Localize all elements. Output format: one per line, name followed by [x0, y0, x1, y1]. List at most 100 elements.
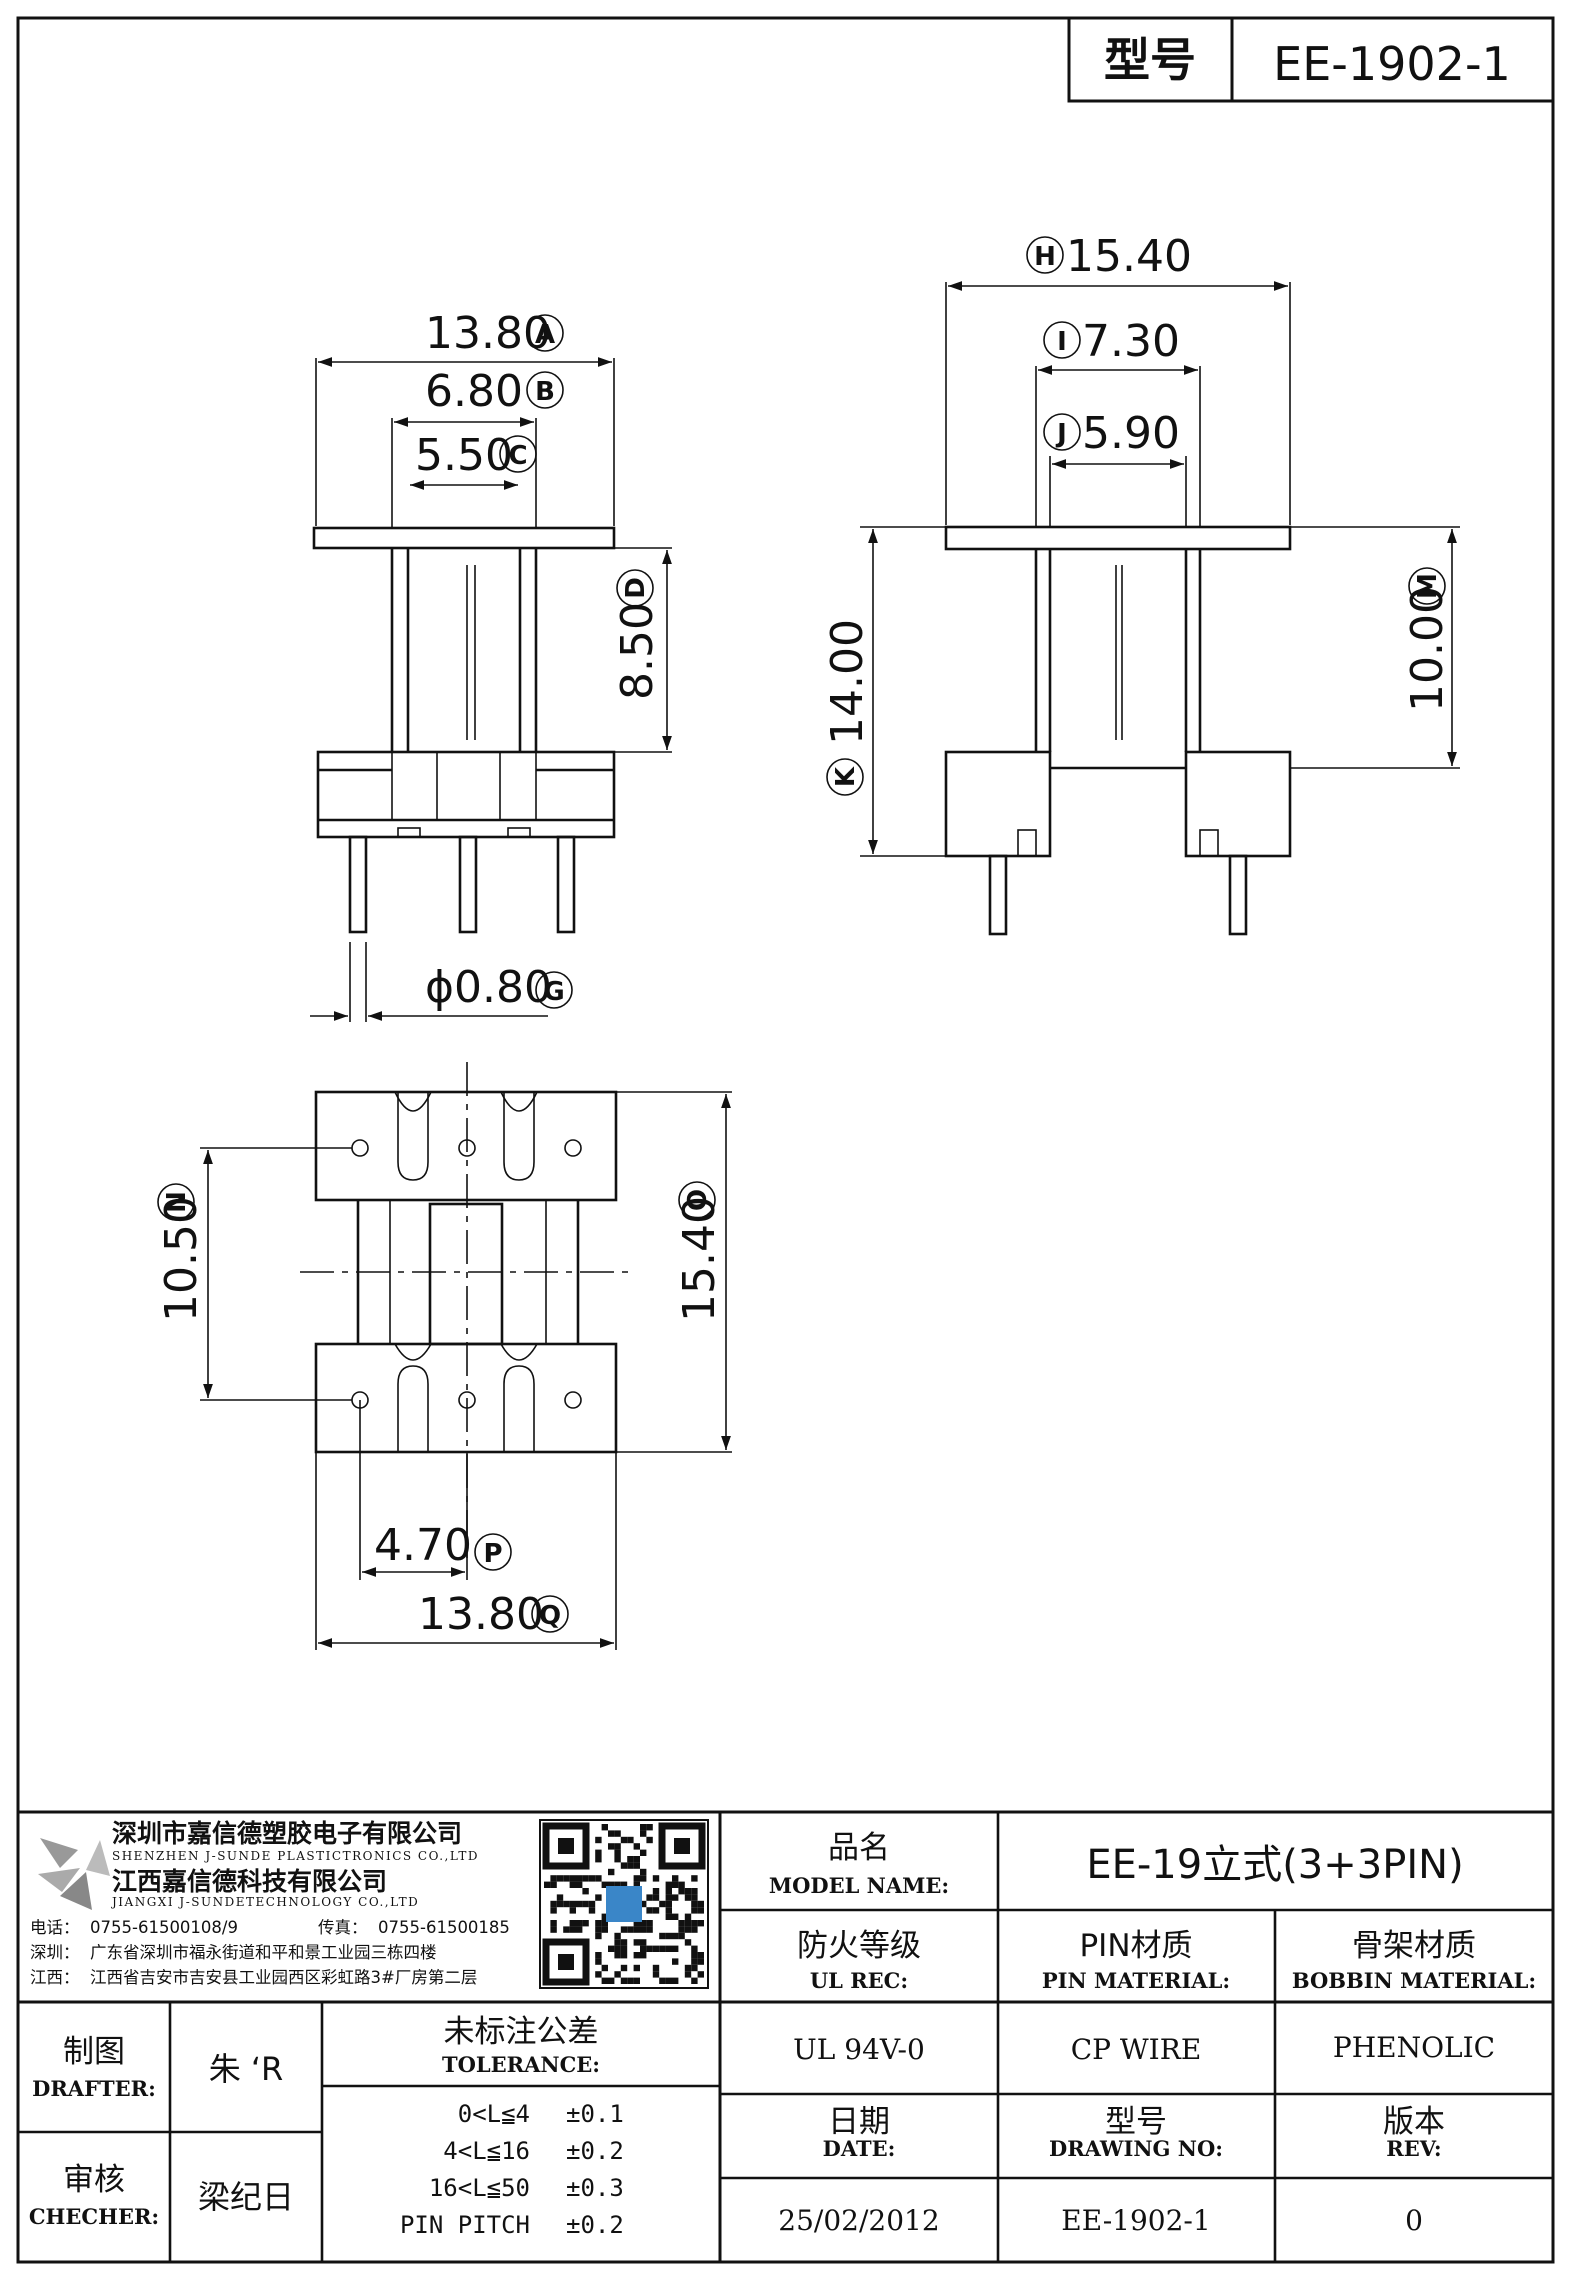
dim-k-marker: K	[826, 758, 864, 796]
svg-text:K: K	[831, 766, 861, 787]
sheet-border	[16, 16, 1555, 2264]
dim-n-marker: N	[157, 1183, 195, 1221]
drawing-no-cn: 型号	[1105, 2104, 1167, 2140]
ul-rec-cn: 防火等级	[797, 1928, 921, 1964]
svg-text:I: I	[1057, 327, 1067, 357]
svg-text:G: G	[543, 977, 564, 1007]
front-view: 13.80 A 6.80 B 5.50 C 8.50 D ϕ 0.80 G	[310, 308, 672, 1022]
tolerance-range-3: 16<L≦50	[429, 2174, 530, 2202]
dim-h-value: 15.40	[1066, 231, 1192, 282]
svg-text:P: P	[483, 1539, 502, 1569]
company-name-jx-en: JIANGXI J-SUNDETECHNOLOGY CO.,LTD	[110, 1895, 419, 1909]
tolerance-range-4: PIN PITCH	[400, 2211, 530, 2239]
pin-material-en: PIN MATERIAL:	[1042, 1968, 1230, 1993]
company-phone-label: 电话：	[30, 1918, 80, 1937]
tolerance-range-1: 0<L≦4	[458, 2100, 530, 2128]
dim-j-value: 5.90	[1082, 408, 1180, 459]
title-box-label: 型号	[1104, 33, 1196, 87]
model-name-value: EE-19立式(3+3PIN)	[1086, 1842, 1463, 1888]
company-addr-sz-label: 深圳：	[30, 1943, 80, 1962]
svg-text:M: M	[1413, 573, 1443, 599]
svg-text:J: J	[1055, 419, 1067, 449]
bobbin-material-cn: 骨架材质	[1352, 1928, 1476, 1964]
side-view: H 15.40 I 7.30 J 5.90 14.00 K 10.00 M	[822, 231, 1460, 936]
tolerance-value-1: ±0.1	[566, 2100, 624, 2128]
dim-i-marker: I	[1043, 321, 1081, 359]
company-addr-jx-label: 江西：	[30, 1968, 80, 1987]
tolerance-value-2: ±0.2	[566, 2137, 624, 2165]
title-box: 型号 EE-1902-1	[1067, 16, 1555, 103]
dim-b-marker: B	[526, 371, 564, 409]
dim-g-marker: G	[535, 971, 573, 1009]
tolerance-range-2: 4<L≦16	[443, 2137, 530, 2165]
rev-cn: 版本	[1383, 2104, 1445, 2140]
company-addr-jx: 江西省吉安市吉安县工业园西区彩虹路3#厂房第二层	[90, 1968, 477, 1987]
svg-text:A: A	[535, 320, 555, 350]
company-name-jx: 江西嘉信德科技有限公司	[112, 1867, 387, 1896]
dim-k-value: 14.00	[822, 619, 873, 745]
company-fax: 0755-61500185	[378, 1918, 510, 1937]
ul-rec-en: UL REC:	[810, 1968, 908, 1993]
drawing-no-value: EE-1902-1	[1061, 2204, 1210, 2237]
dim-j-marker: J	[1043, 413, 1081, 451]
dim-m-marker: M	[1408, 567, 1446, 605]
dim-d-marker: D	[616, 569, 654, 607]
drawing-no-en: DRAWING NO:	[1049, 2136, 1223, 2161]
svg-text:C: C	[508, 441, 527, 471]
bottom-view: 10.50 N 15.40 O 4.70 P 13.80 Q	[156, 1062, 732, 1650]
bobbin-material-en: BOBBIN MATERIAL:	[1292, 1968, 1536, 1993]
dim-m-value: 10.00	[1402, 586, 1453, 712]
ul-rec-value: UL 94V-0	[793, 2033, 925, 2066]
drafter-en: DRAFTER:	[32, 2076, 156, 2101]
bobbin-material-value: PHENOLIC	[1333, 2031, 1495, 2064]
dim-d-value: 8.50	[612, 602, 663, 700]
dim-c-marker: C	[499, 435, 537, 473]
drafter-value: 朱 ‘R	[209, 2050, 284, 2088]
pin-material-cn: PIN材质	[1079, 1928, 1192, 1964]
dim-c-value: 5.50	[415, 430, 513, 481]
rev-value: 0	[1405, 2204, 1423, 2237]
dim-q-marker: Q	[531, 1595, 569, 1633]
model-name-cn: 品名	[828, 1830, 890, 1866]
drafter-cn: 制图	[63, 2034, 125, 2070]
tolerance-en: TOLERANCE:	[442, 2052, 600, 2077]
dim-h-marker: H	[1026, 236, 1064, 274]
checker-cn: 审核	[63, 2162, 125, 2198]
dim-g-value: 0.80	[454, 962, 552, 1013]
company-fax-label: 传真：	[318, 1918, 368, 1937]
svg-text:O: O	[683, 1189, 713, 1211]
dim-a-marker: A	[526, 314, 564, 352]
title-box-value: EE-1902-1	[1273, 37, 1511, 91]
model-name-en: MODEL NAME:	[769, 1873, 949, 1898]
svg-text:Q: Q	[539, 1601, 561, 1631]
checker-value: 梁纪日	[198, 2178, 294, 2216]
dim-i-value: 7.30	[1082, 316, 1180, 367]
dim-b-value: 6.80	[425, 366, 523, 417]
rev-en: REV:	[1386, 2136, 1441, 2161]
checker-en: CHECHER:	[29, 2204, 159, 2229]
date-cn: 日期	[828, 2104, 890, 2140]
tolerance-value-4: ±0.2	[566, 2211, 624, 2239]
company-logo	[38, 1838, 110, 1910]
dim-o-value: 15.40	[674, 1196, 725, 1322]
company-addr-sz: 广东省深圳市福永街道和平和景工业园三栋四楼	[90, 1943, 437, 1962]
company-name-sz-en: SHENZHEN J-SUNDE PLASTICTRONICS CO.,LTD	[112, 1849, 479, 1863]
tolerance-cn: 未标注公差	[444, 2014, 599, 2050]
dim-p-marker: P	[474, 1533, 512, 1571]
title-block: 深圳市嘉信德塑胶电子有限公司 SHENZHEN J-SUNDE PLASTICT…	[18, 1810, 1553, 2262]
dim-n-value: 10.50	[156, 1196, 207, 1322]
pin-material-value: CP WIRE	[1071, 2033, 1202, 2066]
qr-code	[539, 1819, 709, 1989]
date-en: DATE:	[823, 2136, 896, 2161]
svg-text:N: N	[162, 1191, 192, 1213]
tolerance-value-3: ±0.3	[566, 2174, 624, 2202]
svg-text:B: B	[535, 377, 555, 407]
date-value: 25/02/2012	[778, 2204, 939, 2237]
svg-text:H: H	[1034, 242, 1056, 272]
svg-text:D: D	[621, 577, 651, 599]
dim-p-value: 4.70	[374, 1520, 472, 1571]
dim-a-value: 13.80	[425, 308, 551, 359]
dim-q-value: 13.80	[418, 1589, 544, 1640]
dim-g-symbol: ϕ	[425, 962, 454, 1013]
